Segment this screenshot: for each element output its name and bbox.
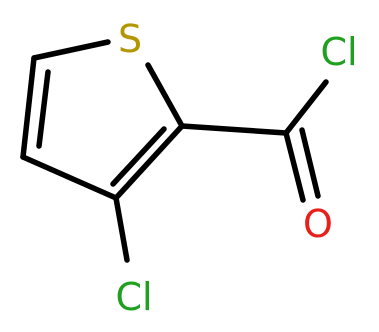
bond-c2-c3-inner (110, 126, 167, 187)
bond-c3-cl (113, 195, 130, 263)
sulfur-atom-label: S (118, 17, 142, 61)
bond-c4-c5-outer (20, 55, 37, 160)
bond-carbonyl-o-a (283, 130, 306, 203)
bond-c3-c4 (20, 154, 119, 201)
acyl-chlorine-atom-label: Cl (320, 30, 357, 74)
bond-carbonyl-o-b (299, 127, 321, 199)
oxygen-atom-label: O (303, 202, 333, 246)
bond-c2-carbonyl (179, 123, 289, 136)
ring-chlorine-atom-label: Cl (115, 275, 152, 319)
bond-s-c2 (145, 62, 185, 129)
bond-c4-c5-inner (36, 69, 51, 149)
bond-c2-c3-outer (113, 123, 185, 201)
bond-carbonyl-cl (283, 79, 329, 136)
bond-c5-s (31, 39, 111, 61)
